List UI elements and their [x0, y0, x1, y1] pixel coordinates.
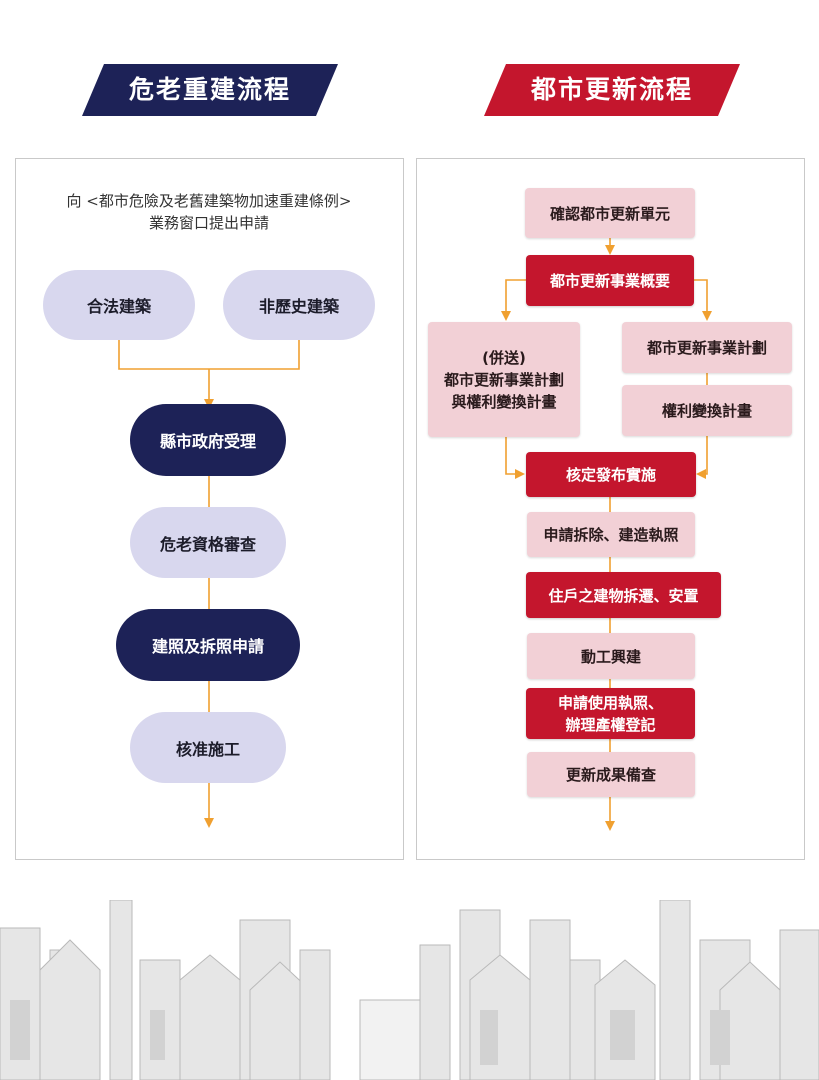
legal-building-node: 合法建築 — [43, 270, 195, 340]
legal-building-label: 合法建築 — [86, 297, 151, 316]
qualification-review-node: 危老資格審查 — [130, 507, 286, 578]
right-banner-shape — [484, 64, 740, 116]
rights-transform-plan-node: 權利變換計畫 — [622, 385, 792, 436]
intro-line-1: 向 <都市危險及老舊建築物加速重建條例> — [66, 192, 352, 210]
approve-publish-node: 核定發布實施 — [526, 452, 696, 497]
project-outline-label: 都市更新事業概要 — [549, 272, 670, 290]
flow-connectors — [118, 238, 712, 831]
non-historic-building-label: 非歷史建築 — [258, 297, 339, 316]
city-skyline-illustration — [0, 900, 819, 1080]
left-banner: 危老重建流程 — [82, 64, 338, 116]
filing-node: 更新成果備查 — [527, 752, 695, 797]
combined-plan-node: (併送) 都市更新事業計劃 與權利變換計畫 — [428, 322, 580, 437]
renewal-plan-label: 都市更新事業計劃 — [646, 339, 767, 357]
project-outline-node: 都市更新事業概要 — [526, 255, 694, 306]
resident-relocation-node: 住戶之建物拆遷、安置 — [526, 572, 721, 618]
start-construction-node: 動工興建 — [527, 633, 695, 679]
renewal-plan-node: 都市更新事業計劃 — [622, 322, 792, 373]
approve-publish-label: 核定發布實施 — [565, 466, 656, 484]
permit-application-label: 建照及拆照申請 — [151, 637, 264, 656]
demolition-permit-label: 申請拆除、建造執照 — [543, 526, 679, 544]
county-accept-label: 縣市政府受理 — [159, 432, 256, 451]
right-banner-title: 都市更新流程 — [530, 75, 693, 104]
approval-construction-node: 核准施工 — [130, 712, 286, 783]
combined-plan-line-3: 與權利變換計畫 — [451, 392, 557, 411]
resident-relocation-label: 住戶之建物拆遷、安置 — [548, 586, 699, 605]
approval-construction-label: 核准施工 — [175, 739, 240, 759]
qualification-review-label: 危老資格審查 — [159, 534, 256, 554]
filing-label: 更新成果備查 — [565, 766, 656, 784]
non-historic-building-node: 非歷史建築 — [223, 270, 375, 340]
usage-license-node: 申請使用執照、 辦理產權登記 — [526, 688, 695, 739]
intro-line-2: 業務窗口提出申請 — [148, 214, 269, 232]
confirm-unit-label: 確認都市更新單元 — [549, 204, 670, 223]
rights-transform-plan-label: 權利變換計畫 — [661, 402, 752, 420]
start-construction-label: 動工興建 — [580, 647, 641, 666]
left-banner-title: 危老重建流程 — [128, 75, 291, 104]
demolition-permit-node: 申請拆除、建造執照 — [527, 512, 695, 557]
permit-application-node: 建照及拆照申請 — [116, 609, 300, 681]
confirm-unit-node: 確認都市更新單元 — [525, 188, 695, 238]
usage-license-line-1: 申請使用執照、 — [557, 693, 663, 712]
combined-plan-line-2: 都市更新事業計劃 — [443, 370, 564, 389]
left-intro: 向 <都市危險及老舊建築物加速重建條例> 業務窗口提出申請 — [16, 190, 402, 234]
right-banner: 都市更新流程 — [484, 64, 740, 116]
county-accept-node: 縣市政府受理 — [130, 404, 286, 476]
combined-plan-line-1: (併送) — [482, 348, 526, 367]
usage-license-line-2: 辦理產權登記 — [565, 715, 656, 734]
left-banner-shape — [82, 64, 338, 116]
